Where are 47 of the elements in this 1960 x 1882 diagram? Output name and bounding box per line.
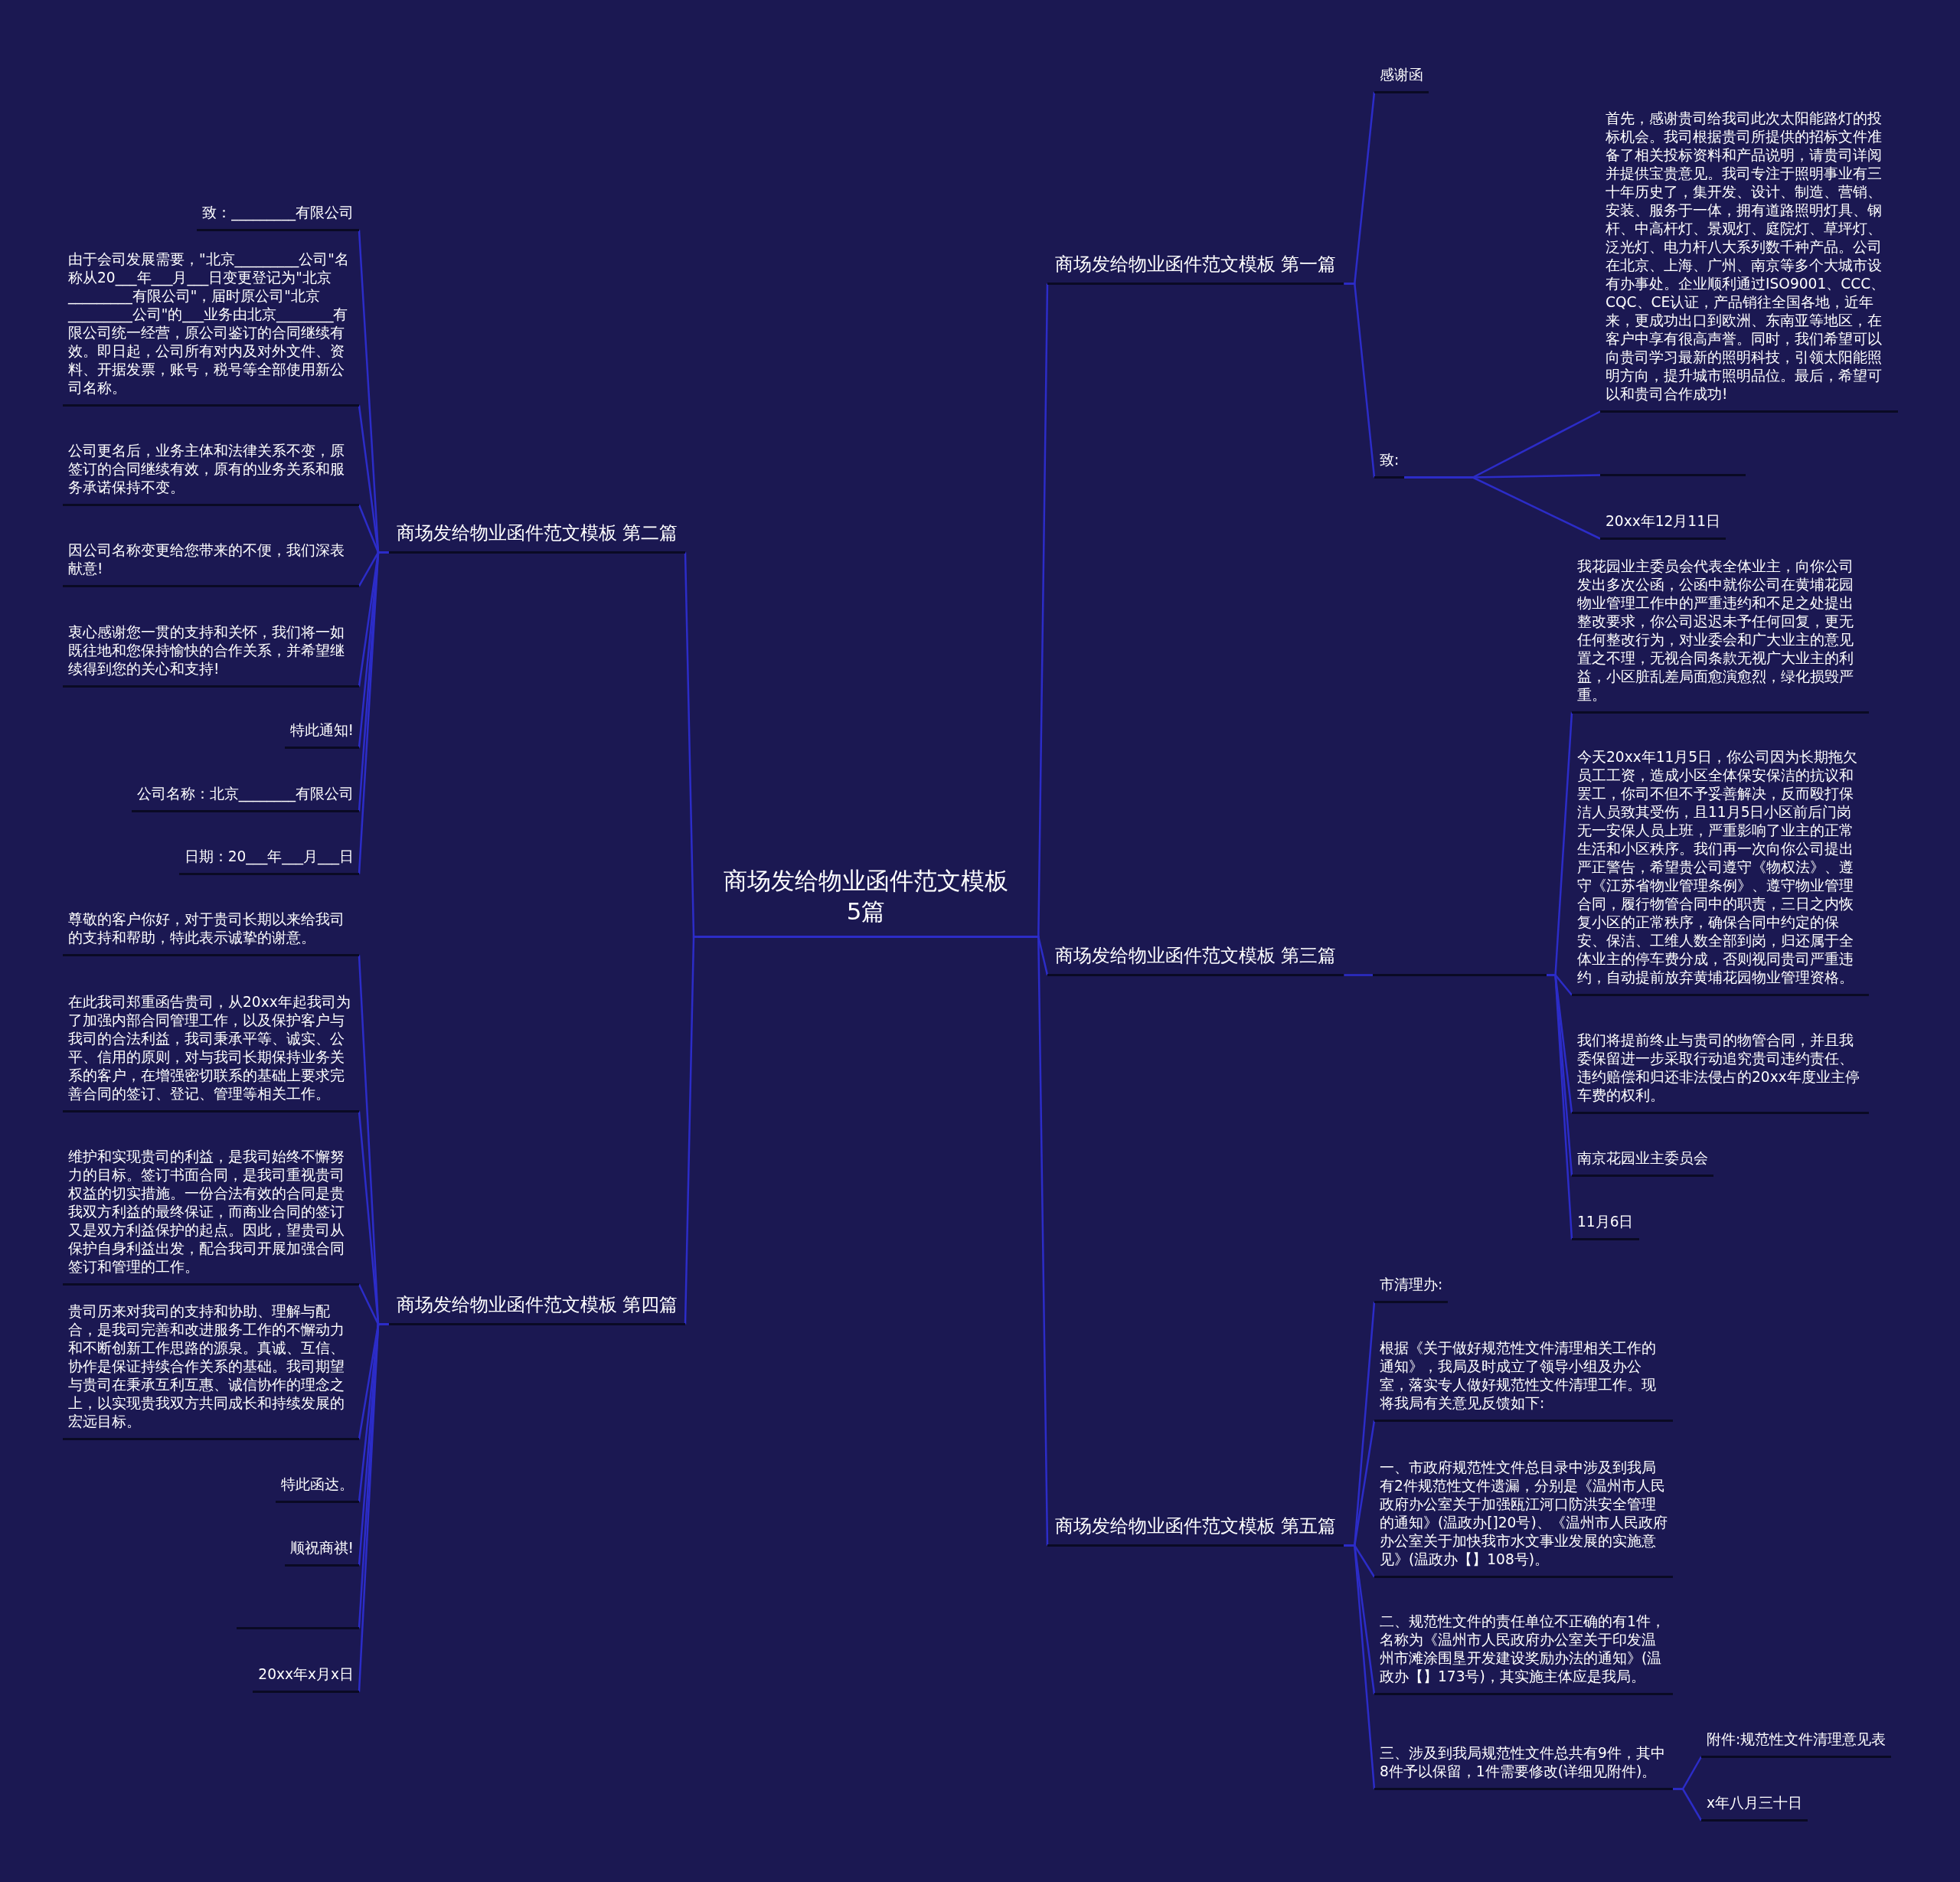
subtopic-text: 附件:规范性文件清理意见表 bbox=[1701, 1730, 1892, 1758]
connector-line bbox=[358, 1323, 389, 1692]
subtopic-text: 20xx年12月11日 bbox=[1600, 512, 1726, 540]
branch-topic: 商场发给物业函件范文模板 第四篇 bbox=[388, 1293, 685, 1325]
subtopic-text: 公司名称：北京________有限公司 bbox=[131, 785, 359, 812]
subtopic-text: 根据《关于做好规范性文件清理相关工作的通知》，我局及时成立了领导小组及办公室，落实专人做好规范性文件清理工作。现将我局有关意见反馈如下: bbox=[1374, 1339, 1673, 1422]
subtopic-text: 特此通知! bbox=[284, 721, 359, 749]
subtopic-text: 市清理办: bbox=[1374, 1276, 1449, 1303]
subtopic-text: 日期：20___年___月___日 bbox=[178, 848, 359, 875]
subtopic-text: 维护和实现贵司的利益，是我司始终不懈努力的目标。签订书面合同，是我司重视贵司权益的切实措施。一份合法有效的合同是贵我双方利益的最终保证，而商业合同的签订又是双方利益保护的起点。因此，望贵司从保护自身利益出发，配合我司开展加强合同签订和管理的工作。 bbox=[63, 1148, 359, 1286]
subtopic-text: 11月6日 bbox=[1572, 1213, 1639, 1240]
subtopic-text: 贵司历来对我司的支持和协助、理解与配合，是我司完善和改进服务工作的不懈动力和不断创新工作思路的源泉。真诚、互信、协作是保证持续合作关系的基础。我司期望与贵司在秉承互利互惠、诚信协作的理念之上，以实现贵我双方共同成长和持续发展的宏远目标。 bbox=[63, 1302, 359, 1440]
subtopic-text: 致: bbox=[1374, 451, 1405, 479]
subtopic-text: 一、市政府规范性文件总目录中涉及到我局有2件规范性文件遗漏，分别是《温州市人民政府办公室关于加强瓯江河口防洪安全管理的通知》(温政办[]20号)、《温州市人民政府办公室关于加快我市水文事业发展的实施意见》(温政办【】108号)。 bbox=[1374, 1459, 1673, 1578]
branch-topic: 商场发给物业函件范文模板 第五篇 bbox=[1047, 1514, 1344, 1547]
connector-line bbox=[684, 936, 698, 1325]
connector-line bbox=[1344, 283, 1376, 478]
subtopic-text: 二、规范性文件的责任单位不正确的有1件，名称为《温州市人民政府办公室关于印发温州市滩涂围垦开发建设奖励办法的通知》(温政办【】173号)，其实施主体应是我局。 bbox=[1374, 1612, 1673, 1695]
connector-line bbox=[1344, 1544, 1376, 1789]
subtopic-text: 致：_________有限公司 bbox=[197, 204, 359, 231]
subtopic-text: 因公司名称变更给您带来的不便，我们深表献意! bbox=[63, 541, 359, 587]
subtopic-text: 我花园业主委员会代表全体业主，向你公司发出多次公函，公函中就你公司在黄埔花园物业管理工作中的严重违约和不足之处提出整改要求，你公司迟迟未予任何回复，更无任何整改行为，对业委会和广大业主的意见置之不理，无视合同条款无视广大业主的利益，小区脏乱差局面愈演愈烈，绿化损毁严重。 bbox=[1572, 557, 1869, 714]
connector-line bbox=[1404, 476, 1601, 540]
branch-topic: 商场发给物业函件范文模板 第三篇 bbox=[1047, 944, 1344, 976]
connector-line bbox=[358, 551, 389, 874]
subtopic-text: 今天20xx年11月5日，你公司因为长期拖欠员工工资，造成小区全体保安保洁的抗议和罢工，你司不但不予妥善解决，反而殴打保洁人员致其受伤，且11月5日小区前后门岗无一安保人员上班，严重影响了业主的正常生活和小区秩序。我们再一次向你公司提出严正警告，希望贵公司遵守《物权法》、遵守《江苏省物业管理条例》、遵守物业管理合同，履行物管合同中的职责，三日之内恢复小区的正常秩序，确保合同中约定的保安、保洁、工维人数全部到岗，归还属于全体业主的停车费分成，否则视同贵司严重违约，自动提前放弃黄埔花园物业管理资格。 bbox=[1572, 748, 1869, 996]
subtopic-text: 20xx年x月x日 bbox=[253, 1665, 359, 1693]
subtopic-text: 公司更名后，业务主体和法律关系不变，原签订的合同继续有效，原有的业务关系和服务承诺保持不变。 bbox=[63, 442, 359, 506]
subtopic-text: 三、涉及到我局规范性文件总共有9件，其中8件予以保留，1件需要修改(详细见附件)。 bbox=[1374, 1744, 1673, 1790]
connector-line bbox=[1033, 936, 1049, 1546]
subtopic-text: 南京花园业主委员会 bbox=[1572, 1149, 1713, 1177]
branch-topic: 商场发给物业函件范文模板 第二篇 bbox=[388, 521, 685, 554]
subtopic-text: x年八月三十日 bbox=[1701, 1794, 1808, 1822]
subtopic-text: 顺祝商祺! bbox=[284, 1539, 359, 1567]
subtopic-text: 由于会司发展需要，"北京_________公司"名称从20___年___月___日变更登记为"北京_________有限公司"，届时原公司"北京_________公司"的___业务由北京________有限公司统一经营，原公司鉴订的合同继续有效。即日起，公司所有对内及对外文件、资料、开据发票，账号，税号等全部使用新公司名称。 bbox=[63, 250, 359, 407]
subtopic-text: 首先，感谢贵司给我司此次太阳能路灯的投标机会。我司根据贵司所提供的招标文件准备了相关投标资料和产品说明，请贵司详阅并提供宝贵意见。我司专注于照明事业有三十年历史了，集开发、设计、制造、营销、安装、服务于一体，拥有道路照明灯具、钢杆、中高杆灯、景观灯、庭院灯、草坪灯、泛光灯、电力杆八大系列数千种产品。公司在北京、上海、广州、南京等多个大城市设有办事处。企业顺利通过ISO9001、CCC、CQC、CE认证，产品销往全国各地，近年来，更成功出口到欧洲、东南亚等地区，在客户中享有很高声誉。同时，我们希望可以向贵司学习最新的照明科技，引领太阳能照明方向，提升城市照明品位。最后，希望可以和贵司合作成功! bbox=[1600, 109, 1898, 413]
branch-topic: 商场发给物业函件范文模板 第一篇 bbox=[1047, 253, 1344, 285]
subtopic-text: 尊敬的客户你好，对于贵司长期以来给我司的支持和帮助，特此表示诚挚的谢意。 bbox=[63, 910, 359, 956]
subtopic-text: 感谢函 bbox=[1374, 66, 1429, 93]
subtopic-text: 在此我司郑重函告贵司，从20xx年起我司为了加强内部合同管理工作，以及保护客户与我司的合法利益，我司秉承平等、诚实、公平、信用的原则，对与我司长期保持业务关系的客户，在增强密切联系的基础上要求完善合同的签订、登记、管理等相关工作。 bbox=[63, 993, 359, 1113]
subtopic-text: 特此函达。 bbox=[276, 1475, 359, 1503]
connector-line bbox=[1547, 974, 1573, 1240]
subtopic-text: 衷心感谢您一贯的支持和关怀，我们将一如既往地和您保持愉快的合作关系，并希望继续得到您的关心和支持! bbox=[63, 623, 359, 688]
subtopic-text: 我们将提前终止与贵司的物管合同，并且我委保留进一步采取行动追究贵司违约责任、违约赔偿和归还非法侵占的20xx年度业主停车费的权利。 bbox=[1572, 1031, 1869, 1114]
central-topic: 商场发给物业函件范文模板5篇 bbox=[698, 865, 1034, 938]
connector-line bbox=[1673, 1788, 1703, 1822]
connector-line bbox=[1344, 974, 1373, 976]
